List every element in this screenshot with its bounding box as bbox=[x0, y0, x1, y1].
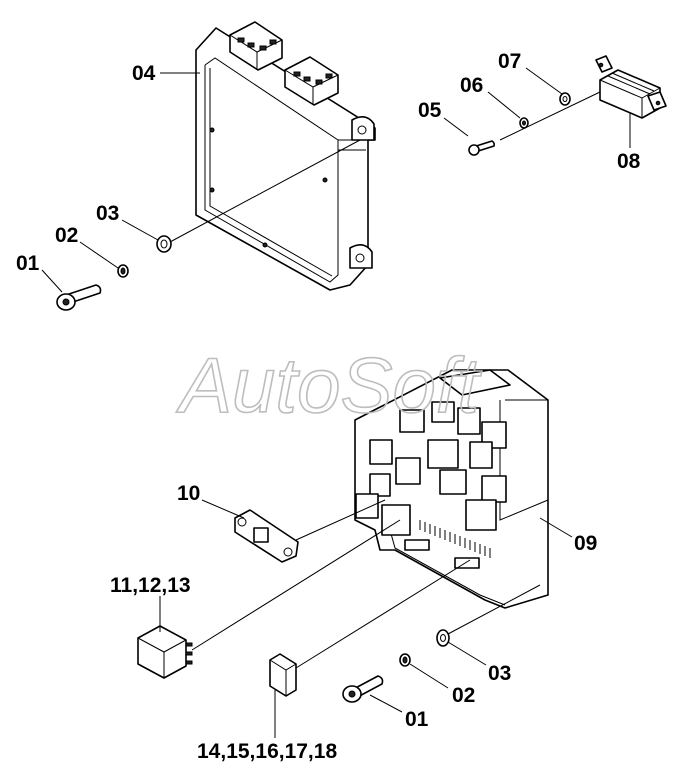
assembly-axis-right bbox=[499, 91, 601, 141]
callout-08: 08 bbox=[617, 150, 641, 173]
flat-washer-bottom-part bbox=[436, 629, 450, 647]
callout-01-bottom: 01 bbox=[405, 708, 429, 731]
bolt-bottom-part bbox=[342, 675, 384, 703]
mounting-bracket-10-part bbox=[234, 509, 299, 563]
relay-module-08-part bbox=[595, 55, 667, 119]
callout-07: 07 bbox=[498, 50, 521, 73]
callout-09: 09 bbox=[574, 532, 597, 555]
fuse-14-part bbox=[269, 653, 297, 697]
callout-02-bottom: 02 bbox=[452, 684, 475, 707]
watermark: AutoSoft bbox=[176, 341, 483, 429]
callout-10: 10 bbox=[177, 482, 200, 505]
fuse-relay-box-part bbox=[354, 369, 549, 609]
lock-washer-top-part bbox=[117, 264, 129, 278]
callout-06: 06 bbox=[460, 74, 483, 97]
callout-03-bottom: 03 bbox=[488, 662, 511, 685]
lock-washer-bottom-part bbox=[399, 653, 411, 667]
washer-07-part bbox=[559, 92, 571, 106]
relay-axis bbox=[191, 519, 401, 651]
callout-14-18: 14,15,16,17,18 bbox=[197, 740, 337, 763]
assembly-axis-bottom bbox=[447, 584, 541, 635]
relay-11-part bbox=[137, 625, 193, 679]
flat-washer-top-part bbox=[156, 235, 172, 253]
callout-04: 04 bbox=[132, 62, 156, 85]
bolt-top-part bbox=[56, 284, 102, 311]
assembly-axis-top bbox=[169, 139, 361, 243]
callout-03-top: 03 bbox=[96, 202, 119, 225]
washer-06-part bbox=[519, 117, 529, 129]
callout-02-top: 02 bbox=[55, 224, 78, 247]
callout-05: 05 bbox=[418, 99, 442, 122]
ecu-module-part bbox=[195, 21, 376, 291]
callout-11-12-13: 11,12,13 bbox=[110, 574, 191, 597]
bracket-axis bbox=[295, 499, 386, 541]
fuse-axis bbox=[295, 559, 471, 669]
callout-01-top: 01 bbox=[16, 252, 40, 275]
screw-05-part bbox=[468, 140, 496, 156]
